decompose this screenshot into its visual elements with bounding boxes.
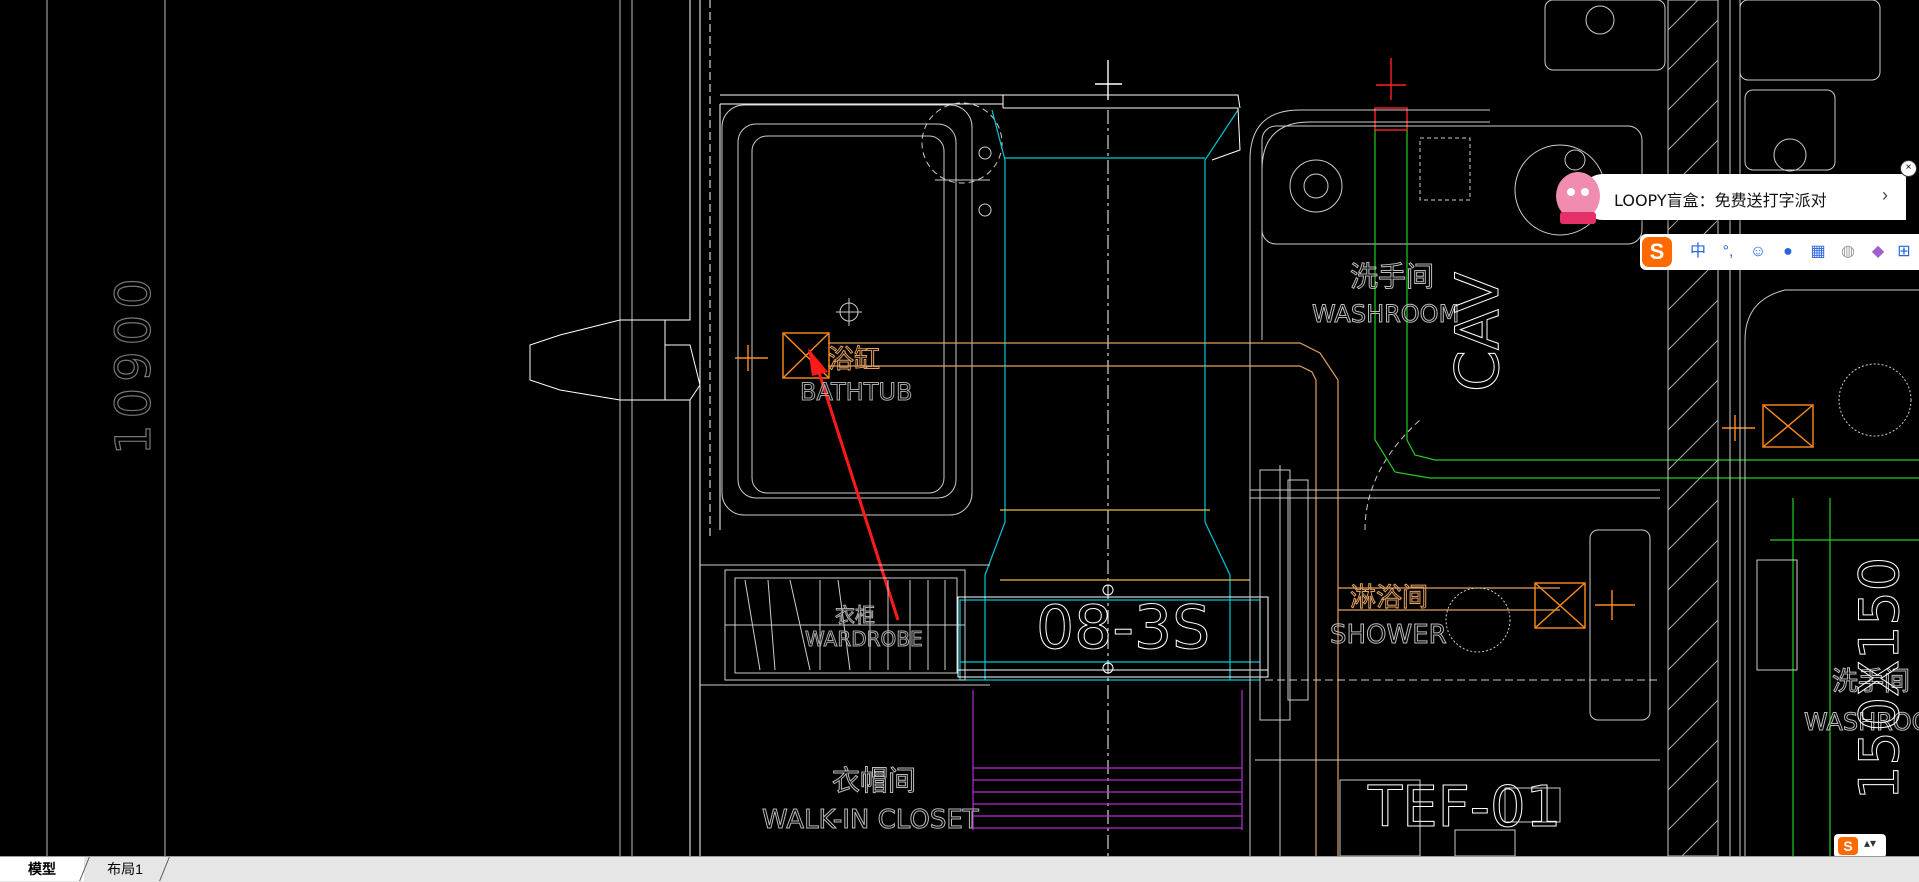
washroom-label-en: WASHROOM <box>1312 300 1459 328</box>
exterior-wall <box>529 0 1003 856</box>
hood-outline <box>1002 94 1241 856</box>
chevron-right-icon[interactable]: › <box>1882 185 1888 205</box>
washroom2-label-cn: 洗手间 <box>1832 667 1910 697</box>
ime-mode-toggle[interactable]: 中 <box>1689 243 1706 260</box>
washroom-label-cn: 洗手间 <box>1350 260 1434 293</box>
closet-label-en: WALK-IN CLOSET <box>762 805 979 835</box>
shower-label-cn: 淋浴间 <box>1350 583 1428 613</box>
keyboard-icon[interactable]: ▦ <box>1810 243 1826 260</box>
ad-notification[interactable]: LOOPY盲盒：免费送打字派对 › <box>1580 174 1906 220</box>
ime-mini-status[interactable]: S ▴▾ <box>1834 834 1886 858</box>
unit-code: 08-3S <box>1036 593 1210 663</box>
bathtub-label-cn: 浴缸 <box>828 345 880 375</box>
grid-icon[interactable]: ⊞ <box>1897 243 1911 260</box>
wardrobe <box>700 564 990 686</box>
hatched-wall <box>1667 0 1719 856</box>
tab-model[interactable]: 模型 <box>0 857 84 881</box>
close-icon[interactable]: × <box>1900 160 1917 177</box>
bathtub-label-en: BATHTUB <box>800 378 912 406</box>
cyan-duct <box>959 109 1261 681</box>
ime-punct-toggle[interactable]: °, <box>1722 243 1734 260</box>
room-labels: 浴缸 BATHTUB 衣柜 WARDROBE 洗手间 WASHROOM 淋浴间 … <box>762 260 1919 841</box>
ime-toolbar: S 中 °, ☺ ● ▦ ◍ ◆ ⊞ <box>1640 234 1919 270</box>
sogou-mini-logo-icon: S <box>1838 837 1858 855</box>
layout-tab-bar: 模型 布局1 <box>0 856 1919 882</box>
red-arrow-annotation <box>808 348 900 621</box>
side-size-label: 150X150 <box>1848 557 1911 800</box>
tan-pipe <box>828 342 1560 856</box>
user-icon[interactable]: ◍ <box>1841 243 1855 260</box>
tab-layout1[interactable]: 布局1 <box>107 861 143 877</box>
washroom2-label-en: WASHROO <box>1804 708 1919 736</box>
red-marker-icon <box>1374 58 1408 131</box>
north-marker-icon <box>1095 60 1122 100</box>
wardrobe-label-cn: 衣柜 <box>835 603 875 627</box>
green-pipes <box>1374 130 1919 856</box>
mic-icon[interactable]: ● <box>1783 243 1793 260</box>
left-grid-lines <box>46 0 633 856</box>
magenta-duct <box>972 690 1243 830</box>
cav-label: CAV <box>1443 272 1513 392</box>
wardrobe-label-en: WARDROBE <box>805 627 923 651</box>
notification-text: LOOPY盲盒：免费送打字派对 <box>1614 191 1827 210</box>
right-room <box>1729 0 1919 856</box>
avatar-icon <box>1556 172 1600 224</box>
closet-label-cn: 衣帽间 <box>832 764 916 797</box>
unit-box <box>957 584 1269 678</box>
unit-code-2: TEF-01 <box>1367 775 1561 840</box>
shirt-icon[interactable]: ◆ <box>1871 243 1885 260</box>
cad-drawing-canvas[interactable]: 10900 <box>0 0 1919 856</box>
shower-label-en: SHOWER <box>1330 620 1447 650</box>
bathtub-outline <box>721 102 1003 516</box>
smile-icon[interactable]: ☺ <box>1749 243 1767 260</box>
dimension-text: 10900 <box>106 272 162 455</box>
sogou-logo-icon[interactable]: S <box>1642 237 1672 267</box>
chevron-down-icon[interactable]: ▴▾ <box>1864 836 1877 850</box>
